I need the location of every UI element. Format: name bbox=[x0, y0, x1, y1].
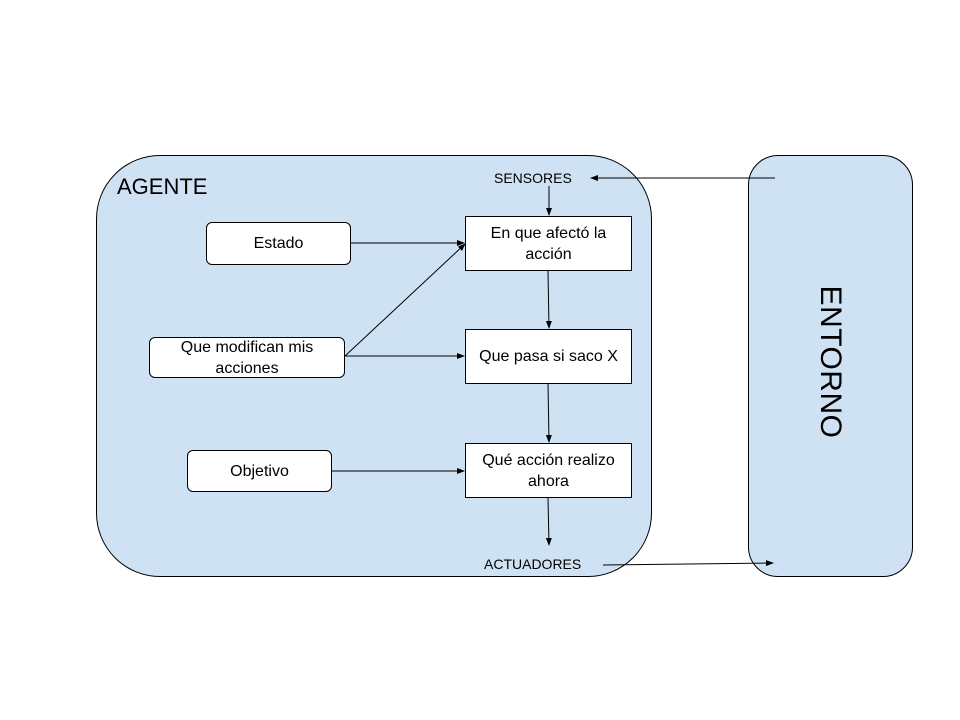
actuators-label: ACTUADORES bbox=[484, 556, 582, 572]
arrow-decision-to-actuators bbox=[545, 497, 552, 546]
sensors-label: SENSORES bbox=[494, 170, 572, 186]
agent-title: AGENTE bbox=[117, 174, 208, 199]
state-box: Estado bbox=[206, 222, 351, 265]
arrow-what-if-to-decision bbox=[545, 383, 552, 443]
environment-container bbox=[748, 155, 913, 577]
goal-box: Objetivo bbox=[187, 450, 332, 492]
arrow-effect-to-what-if bbox=[545, 270, 552, 329]
what-if-box: Que pasa si saco X bbox=[465, 329, 632, 384]
arrow-actions-effect-to-effect bbox=[344, 243, 466, 357]
arrow-actuators-to-environment bbox=[602, 560, 774, 567]
decision-box: Qué acción realizo ahora bbox=[465, 443, 632, 498]
actions-effect-box: Que modifican mis acciones bbox=[149, 337, 345, 378]
